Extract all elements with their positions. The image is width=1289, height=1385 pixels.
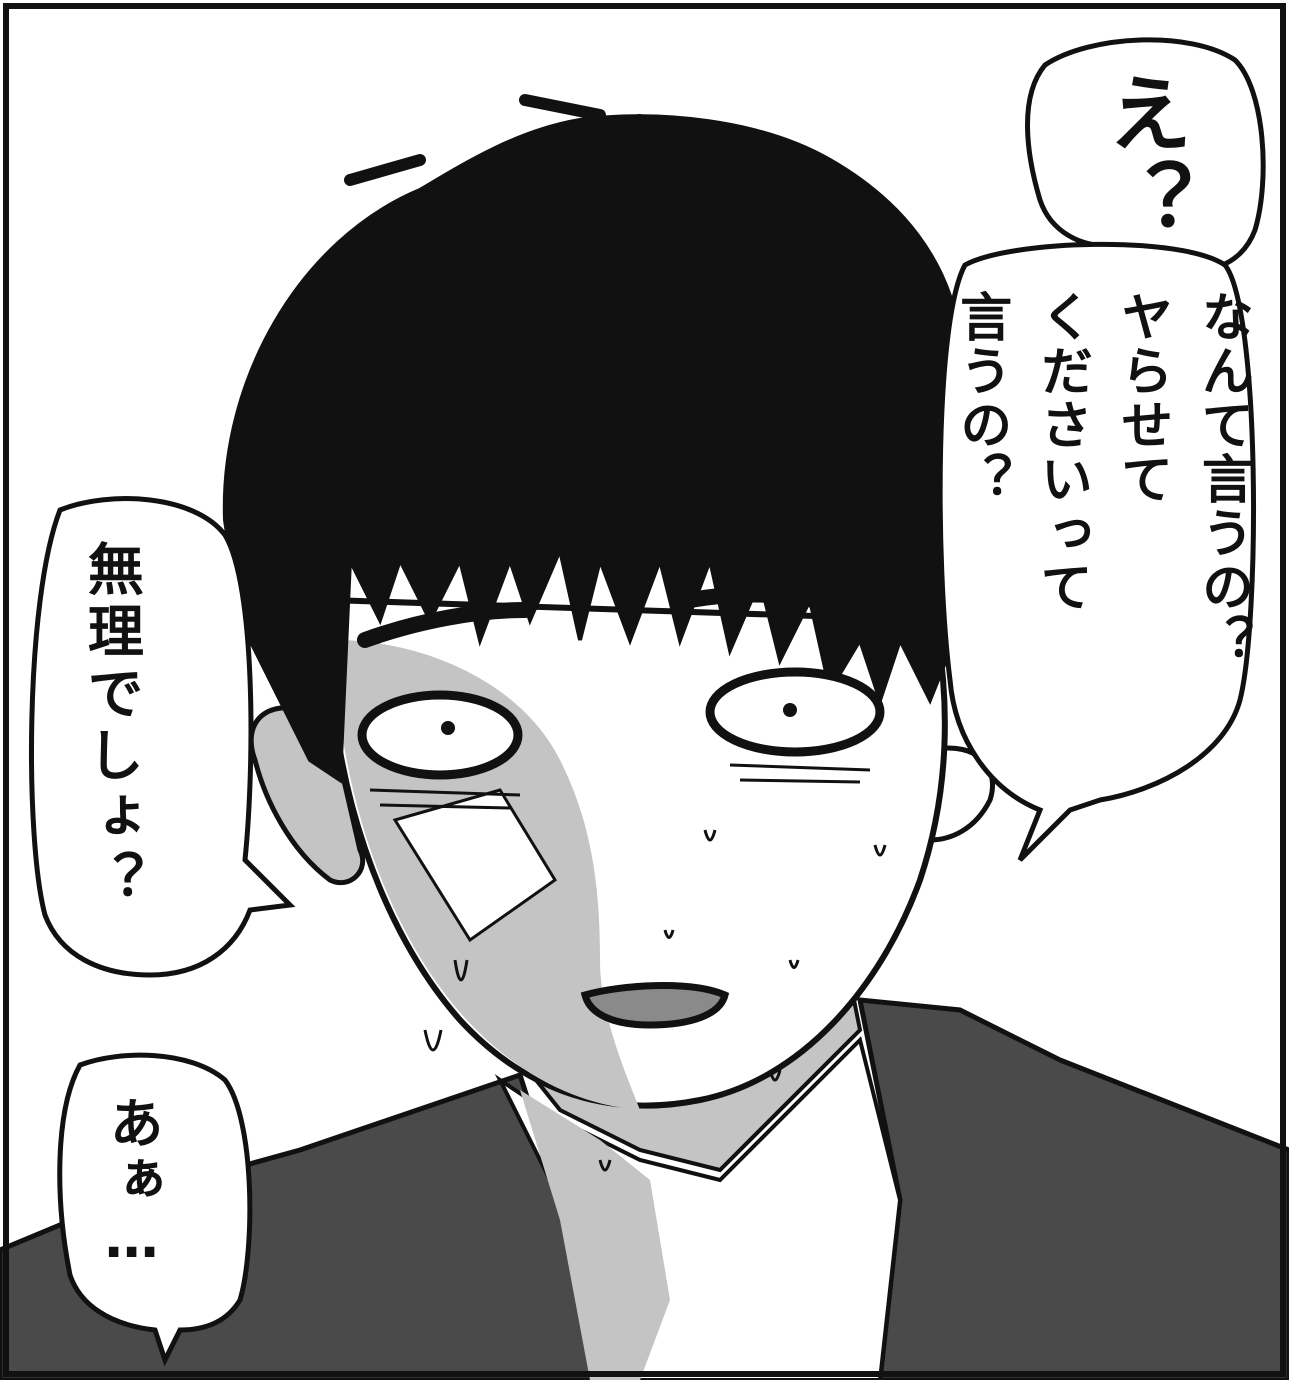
hair-spikes: [344, 94, 646, 186]
cheek-highlight: [392, 788, 558, 943]
right-eyebrow: [682, 586, 843, 613]
dialogue-muri: 無理でしょ？: [78, 540, 144, 912]
eye-hatching: [369, 763, 871, 810]
dialogue-aa: あぁ…: [100, 1095, 164, 1272]
bubble-muri-shape: [28, 496, 296, 978]
dialogue-nante: なんて言うの？ ヤらせて くださいって 言うの？: [950, 290, 1253, 668]
shirt-shadow: [520, 1090, 670, 1380]
bubble-aa-shape: [57, 1052, 253, 1367]
mouth: [580, 982, 730, 1029]
bubble-nante-shape: [937, 241, 1256, 862]
left-eye: [357, 690, 523, 780]
left-pupil: [441, 721, 455, 735]
dialogue-e: え？: [1094, 70, 1193, 246]
panel-border: [3, 3, 1286, 1377]
left-eyebrow: [357, 602, 533, 648]
right-pupil: [783, 703, 797, 717]
bubble-e-shape: [1025, 37, 1266, 272]
sweat-drops: [423, 829, 887, 1172]
